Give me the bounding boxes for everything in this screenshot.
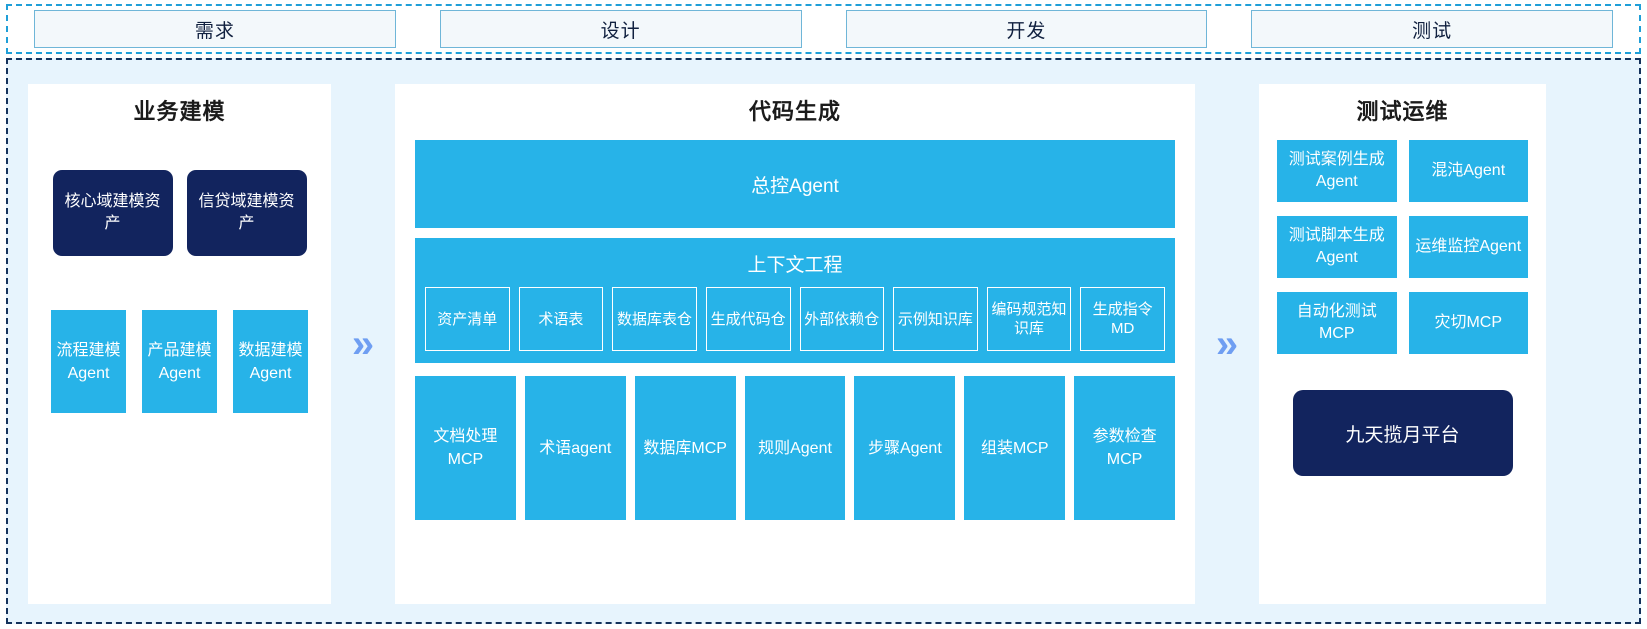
agent-data-modeling[interactable]: 数据建模Agent [233, 310, 308, 413]
agent-chaos[interactable]: 混沌Agent [1408, 140, 1528, 202]
asset-credit-domain[interactable]: 信贷域建模资产 [186, 170, 307, 256]
tools-row: 文档处理MCP 术语agent 数据库MCP 规则Agent 步骤Agent 组… [415, 376, 1176, 520]
agent-product-modeling[interactable]: 产品建模Agent [142, 310, 217, 413]
platform-jiutian-lanyue[interactable]: 九天揽月平台 [1292, 390, 1513, 476]
phase-label: 设计 [600, 20, 641, 42]
chevron-right-icon-2: » [1215, 322, 1239, 366]
context-item-generated-code-repo[interactable]: 生成代码仓 [705, 287, 791, 351]
context-item-example-knowledge-base[interactable]: 示例知识库 [893, 287, 978, 351]
code-generation-content: 总控Agent 上下文工程 资产清单 术语表 数据库表仓 生成代码仓 外部依赖仓… [395, 140, 1195, 520]
context-engineering-title: 上下文工程 [747, 255, 843, 276]
asset-core-domain[interactable]: 核心域建模资产 [52, 170, 173, 256]
tool-automated-testing-mcp[interactable]: 自动化测试MCP [1277, 292, 1397, 354]
phase-label: 开发 [1006, 20, 1047, 42]
phase-box-requirements[interactable]: 需求 [34, 10, 396, 48]
context-item-glossary[interactable]: 术语表 [518, 287, 604, 351]
master-control-agent-banner[interactable]: 总控Agent [415, 140, 1175, 228]
tool-document-processing-mcp[interactable]: 文档处理MCP [415, 376, 516, 520]
testing-operations-grid: 测试案例生成Agent 混沌Agent 测试脚本生成Agent 运维监控Agen… [1277, 140, 1528, 354]
tool-rule-agent[interactable]: 规则Agent [744, 376, 846, 520]
diagram-container: 业务建模 核心域建模资产 信贷域建模资产 流程建模Agent 产品建模Agent… [6, 58, 1641, 624]
context-item-coding-standard-knowledge-base[interactable]: 编码规范知识库 [986, 287, 1072, 351]
chevron-right-icon-1: » [351, 322, 375, 366]
modeling-assets-row: 核心域建模资产 信贷域建模资产 [48, 170, 311, 256]
tool-assembly-mcp[interactable]: 组装MCP [964, 376, 1066, 520]
context-item-db-table-repo[interactable]: 数据库表仓 [612, 287, 697, 351]
modeling-agents-row: 流程建模Agent 产品建模Agent 数据建模Agent [48, 310, 311, 413]
context-items-row: 资产清单 术语表 数据库表仓 生成代码仓 外部依赖仓 示例知识库 编码规范知识库… [425, 287, 1165, 351]
phase-box-design[interactable]: 设计 [439, 10, 802, 48]
context-item-external-dependency-repo[interactable]: 外部依赖仓 [799, 287, 885, 351]
panel-title-testing-operations: 测试运维 [1356, 99, 1449, 124]
context-item-asset-list[interactable]: 资产清单 [425, 287, 510, 351]
agent-ops-monitoring[interactable]: 运维监控Agent [1408, 216, 1528, 278]
panel-title-code-generation: 代码生成 [748, 99, 841, 124]
agent-process-modeling[interactable]: 流程建模Agent [51, 310, 126, 413]
tool-disaster-switch-mcp[interactable]: 灾切MCP [1408, 292, 1528, 354]
agent-test-script-generation[interactable]: 测试脚本生成Agent [1277, 216, 1397, 278]
panel-business-modeling: 业务建模 核心域建模资产 信贷域建模资产 流程建模Agent 产品建模Agent… [28, 84, 331, 604]
panel-title-business-modeling: 业务建模 [133, 99, 226, 124]
phase-strip: 需求 设计 开发 测试 [6, 4, 1641, 54]
panel-code-generation: 代码生成 总控Agent 上下文工程 资产清单 术语表 数据库表仓 生成代码仓 … [395, 84, 1195, 604]
context-engineering-block: 上下文工程 资产清单 术语表 数据库表仓 生成代码仓 外部依赖仓 示例知识库 编… [415, 238, 1175, 363]
phase-label: 测试 [1412, 20, 1453, 42]
business-modeling-content: 核心域建模资产 信贷域建模资产 流程建模Agent 产品建模Agent 数据建模… [28, 170, 331, 413]
tool-parameter-check-mcp[interactable]: 参数检查MCP [1074, 376, 1176, 520]
tool-step-agent[interactable]: 步骤Agent [854, 376, 956, 520]
phase-box-development[interactable]: 开发 [845, 10, 1208, 48]
agent-test-case-generation[interactable]: 测试案例生成Agent [1277, 140, 1397, 202]
testing-operations-content: 测试案例生成Agent 混沌Agent 测试脚本生成Agent 运维监控Agen… [1259, 140, 1546, 476]
tool-glossary-agent[interactable]: 术语agent [524, 376, 626, 520]
phase-label: 需求 [194, 20, 235, 42]
panel-testing-operations: 测试运维 测试案例生成Agent 混沌Agent 测试脚本生成Agent 运维监… [1259, 84, 1546, 604]
phase-box-testing[interactable]: 测试 [1251, 10, 1613, 48]
tool-database-mcp[interactable]: 数据库MCP [634, 376, 736, 520]
context-item-generation-instruction-md[interactable]: 生成指令MD [1080, 287, 1165, 351]
